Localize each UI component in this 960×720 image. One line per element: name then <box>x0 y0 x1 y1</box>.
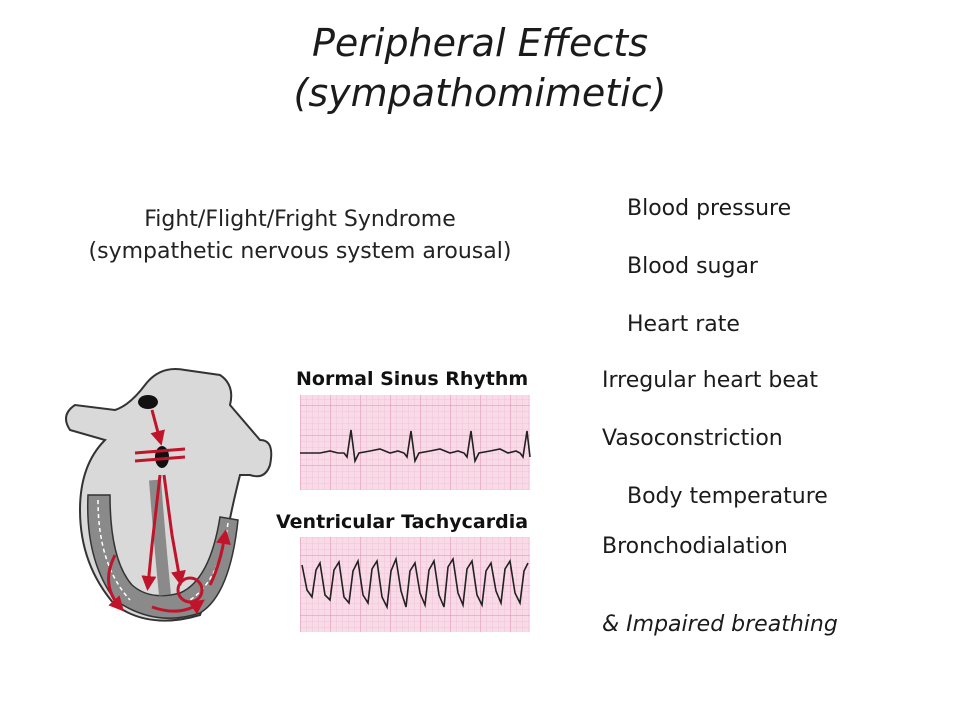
effect-label: Irregular heart beat <box>602 368 819 393</box>
title-line-2: (sympathomimetic) <box>293 71 667 115</box>
vt-ecg-strip <box>300 537 530 632</box>
effect-irregular-heart-beat: Irregular heart beat <box>602 366 818 396</box>
effect-body-temperature: Body temperature <box>602 482 828 512</box>
effect-label: Blood sugar <box>627 254 758 279</box>
normal-sinus-label: Normal Sinus Rhythm <box>296 368 528 390</box>
vt-label: Ventricular Tachycardia <box>276 511 528 533</box>
slide-subtitle: Fight/Flight/Fright Syndrome (sympatheti… <box>40 204 560 268</box>
effect-label: Bronchodialation <box>602 534 788 559</box>
heart-ecg-figure: Normal Sinus Rhythm Ventricular Tachycar… <box>60 345 550 635</box>
effect-label: Blood pressure <box>627 196 792 221</box>
heart-ecg-illustration: Normal Sinus Rhythm Ventricular Tachycar… <box>65 368 531 632</box>
normal-sinus-ecg-strip <box>300 395 531 490</box>
effect-blood-pressure: Blood pressure <box>602 194 791 224</box>
heart-conduction-icon <box>65 368 273 622</box>
slide-title: Peripheral Effects (sympathomimetic) <box>0 18 960 118</box>
effect-impaired-breathing: & Impaired breathing <box>602 610 838 640</box>
effect-label: & Impaired breathing <box>602 612 838 637</box>
subtitle-line-2: (sympathetic nervous system arousal) <box>88 239 512 264</box>
effect-label: Vasoconstriction <box>602 426 783 451</box>
effect-label: Body temperature <box>627 484 828 509</box>
effect-bronchodialation: Bronchodialation <box>602 532 788 562</box>
effect-heart-rate: Heart rate <box>602 310 740 340</box>
title-line-1: Peripheral Effects <box>311 21 648 65</box>
effect-label: Heart rate <box>627 312 740 337</box>
subtitle-line-1: Fight/Flight/Fright Syndrome <box>144 207 456 232</box>
effect-blood-sugar: Blood sugar <box>602 252 758 282</box>
effect-vasoconstriction: Vasoconstriction <box>602 424 783 454</box>
